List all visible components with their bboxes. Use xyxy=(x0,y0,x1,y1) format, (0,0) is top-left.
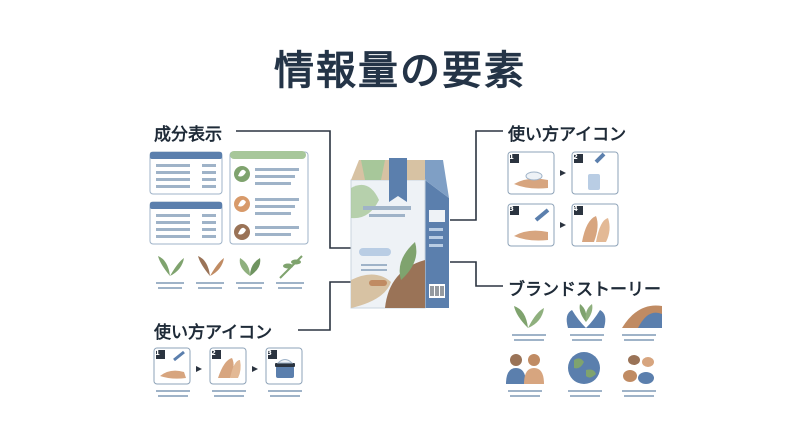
step-number: 1 xyxy=(155,349,160,357)
leaf-icon xyxy=(156,256,184,289)
brand-story-label: ブランドストーリー xyxy=(508,280,661,300)
couple-icon xyxy=(506,354,544,397)
ingredients-label: 成分表示 xyxy=(154,125,222,145)
ingredient-table-1 xyxy=(149,151,223,195)
usage-steps-left xyxy=(153,346,314,406)
usage-steps-right xyxy=(507,151,619,247)
step-number: 1 xyxy=(509,153,514,161)
step-1-tile xyxy=(153,347,191,397)
brand-story-icons xyxy=(506,304,662,397)
stones-icon xyxy=(622,355,656,397)
step-3-tile-right xyxy=(507,203,555,247)
step-4-tile-right xyxy=(571,203,619,247)
step-3-tile xyxy=(265,347,303,397)
connector-ingredients xyxy=(236,130,363,249)
herb-icon xyxy=(236,258,264,289)
connector-brand-story xyxy=(450,261,503,287)
plant-icon xyxy=(196,256,224,289)
connector-usage-right xyxy=(450,130,503,221)
step-2-tile-right xyxy=(571,151,619,195)
barcode-icon xyxy=(429,284,445,298)
hands-plant-icon xyxy=(566,304,606,341)
product-package xyxy=(350,158,449,309)
sprout-icon-brand xyxy=(512,306,546,341)
ingredients-panels xyxy=(149,151,309,245)
ingredient-list-panel xyxy=(229,151,309,245)
usage-icons-label-left: 使い方アイコン xyxy=(154,323,273,343)
step-1-tile-right xyxy=(507,151,555,195)
step-2-tile xyxy=(209,347,247,397)
page-title: 情報量の要素 xyxy=(274,48,526,94)
globe-icon xyxy=(568,352,602,397)
step-number: 3 xyxy=(267,349,272,357)
step-number: 4 xyxy=(573,205,578,213)
botanicals-row xyxy=(156,255,304,289)
ingredient-table-2 xyxy=(149,201,223,245)
connector-usage-left xyxy=(298,281,363,331)
dropper-icon xyxy=(588,152,606,190)
sprout-icon xyxy=(276,255,304,289)
usage-icons-label-right: 使い方アイコン xyxy=(508,125,627,145)
step-number: 2 xyxy=(573,153,578,161)
landscape-icon xyxy=(622,305,662,341)
step-number: 2 xyxy=(211,349,216,357)
step-number: 3 xyxy=(509,205,514,213)
cream-jar-icon xyxy=(275,359,295,378)
